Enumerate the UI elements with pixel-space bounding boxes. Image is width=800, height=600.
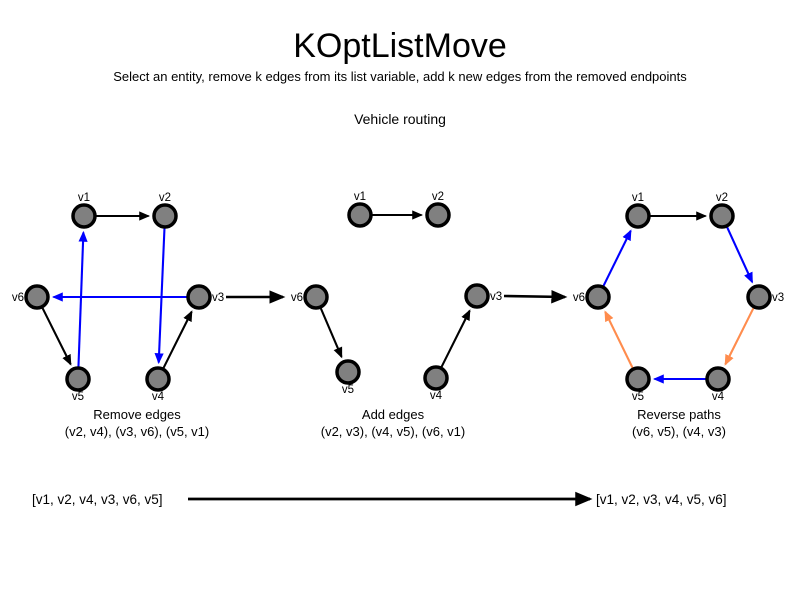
panel-remove-node-label-v5: v5: [72, 391, 84, 403]
panel-reverse-node-label-v1: v1: [632, 192, 644, 204]
panel-add-node-v3[interactable]: [464, 283, 490, 309]
panel-add-caption-line1: Add edges: [362, 407, 425, 422]
panel-reverse-edge-v3-v4: [724, 307, 755, 366]
panel-remove-caption-line1: Remove edges: [93, 407, 181, 422]
panel-add-edge-v4-v3: [440, 309, 471, 368]
panel-remove-node-label-v2: v2: [159, 192, 171, 204]
panel-remove-node-label-v3: v3: [212, 292, 224, 304]
panel-add-node-v4[interactable]: [423, 365, 449, 391]
panel-reverse-edge-v6-v1: [602, 229, 632, 287]
panel-remove-node-label-v6: v6: [12, 292, 24, 304]
footer-list-before: [v1, v2, v4, v3, v6, v5]: [32, 492, 163, 507]
panel-add-node-label-v4: v4: [430, 390, 443, 402]
panel-add-node-v6[interactable]: [303, 284, 329, 310]
connector-panel2-panel3: [503, 290, 568, 304]
panel-reverse-node-v4[interactable]: [705, 366, 731, 392]
panel-remove-node-v3[interactable]: [186, 284, 212, 310]
panel-remove-node-label-v4: v4: [152, 391, 165, 403]
panel-remove-edge-v6-v5: [41, 307, 72, 366]
page-subtitle: Select an entity, remove k edges from it…: [113, 69, 687, 84]
page-title: KOptListMove: [293, 27, 507, 65]
panel-remove-caption-line2: (v2, v4), (v3, v6), (v5, v1): [65, 424, 209, 439]
panel-reverse-node-label-v5: v5: [632, 391, 644, 403]
panel-add-node-label-v3: v3: [490, 291, 502, 303]
panel-add-node-v2[interactable]: [425, 202, 451, 228]
edges-layer: [41, 210, 755, 384]
panel-reverse-node-v3[interactable]: [746, 284, 772, 310]
panel-reverse-caption-line1: Reverse paths: [637, 407, 721, 422]
panel-add-node-label-v5: v5: [342, 384, 354, 396]
panel-add-node-v1[interactable]: [347, 202, 373, 228]
panel-remove-node-label-v1: v1: [78, 192, 90, 204]
panel-remove-node-v2[interactable]: [152, 203, 178, 229]
panel-reverse-edge-v2-v3: [726, 226, 754, 284]
nodes-layer: v1 v2 v3 v4 v5 v6 v1 v2 v3 v4 v5 v6 v1 v2 v3 v4 v5 v6: [12, 191, 784, 403]
panel-reverse-node-label-v2: v2: [716, 192, 728, 204]
panel-add-node-v5[interactable]: [335, 359, 361, 385]
panel-reverse-node-v2[interactable]: [709, 203, 735, 229]
captions-layer: Remove edges (v2, v4), (v3, v6), (v5, v1)…: [65, 407, 726, 439]
panel-reverse-node-label-v6: v6: [573, 292, 585, 304]
panel-reverse-node-v5[interactable]: [625, 366, 651, 392]
connectors-layer: [226, 290, 568, 304]
panel-reverse-node-v1[interactable]: [625, 203, 651, 229]
panel-add-node-label-v2: v2: [432, 191, 444, 203]
panel-reverse-caption-line2: (v6, v5), (v4, v3): [632, 424, 726, 439]
panel-reverse-node-label-v4: v4: [712, 391, 725, 403]
panel-remove-edge-v2-v4: [154, 228, 166, 365]
panel-add-node-label-v6: v6: [291, 292, 303, 304]
panel-reverse-node-label-v3: v3: [772, 292, 784, 304]
panel-remove-node-v6[interactable]: [24, 284, 50, 310]
panel-remove-edge-v5-v1: [77, 230, 88, 367]
panel-remove-edge-v4-v3: [162, 310, 193, 369]
panel-remove-node-v1[interactable]: [71, 203, 97, 229]
footer-layer: [v1, v2, v4, v3, v6, v5] [v1, v2, v3, v4,…: [32, 491, 727, 507]
panel-remove-node-v4[interactable]: [145, 366, 171, 392]
panel-remove-node-v5[interactable]: [65, 366, 91, 392]
panel-add-caption-line2: (v2, v3), (v4, v5), (v6, v1): [321, 424, 465, 439]
panel-add-edge-v6-v5: [319, 308, 343, 359]
panel-add-node-label-v1: v1: [354, 191, 366, 203]
section-label: Vehicle routing: [354, 111, 446, 127]
panel-reverse-node-v6[interactable]: [585, 284, 611, 310]
panel-reverse-edge-v5-v6: [604, 310, 634, 369]
footer-list-after: [v1, v2, v3, v4, v5, v6]: [596, 492, 727, 507]
